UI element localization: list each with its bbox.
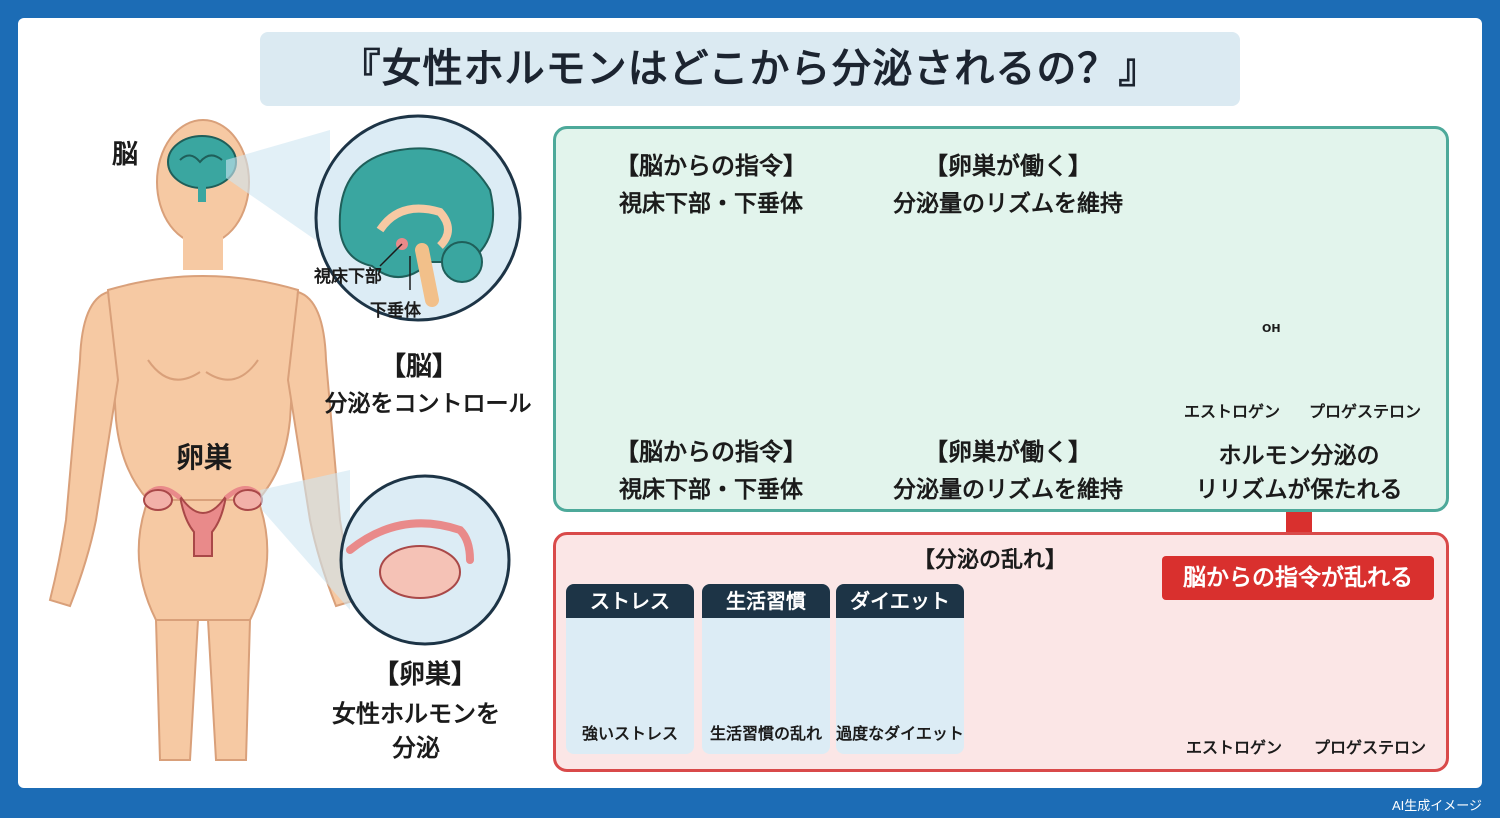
cause-card-diet: ダイエット 過度なダイエット (836, 584, 964, 754)
brain-section-circle (314, 114, 522, 322)
top-mid-sub: 分泌量のリズムを維持 (893, 191, 1123, 217)
cause-foot: 生活習慣の乱れ (709, 724, 822, 743)
bottom-mid-sub: 分泌量のリズムを維持 (893, 477, 1123, 503)
brain-caption-title: 【脳】 (379, 352, 458, 382)
result-line2: リリズムが保たれる (1195, 477, 1403, 503)
ovary-label: 卵巣 (176, 441, 233, 474)
bottom-left-sub: 視床下部・下垂体 (619, 477, 803, 503)
bottom-mid-title: 【卵巣が働く】 (924, 438, 1092, 466)
oh-label: OH (1262, 322, 1281, 335)
brain-label: 脳 (112, 140, 139, 170)
hypothalamus-label: 視床下部 (314, 267, 382, 287)
result-line1: ホルモン分泌の (1218, 443, 1380, 469)
head-brain-icon (167, 135, 237, 202)
cause-head: ダイエット (836, 584, 964, 618)
top-mid-title: 【卵巣が働く】 (924, 152, 1092, 180)
top-left-title: 【脳からの指令】 (615, 152, 807, 180)
decreased-estrogen-label: エストロゲン (1185, 738, 1282, 757)
ovary-caption-title: 【卵巣】 (372, 660, 477, 690)
ai-credit: AI生成イメージ (1392, 798, 1483, 813)
decreased-progesterone-label: プロゲステロン (1313, 738, 1426, 757)
cause-foot: 過度なダイエット (836, 724, 964, 743)
page-title: 『女性ホルモンはどこから分泌されるの？』 (260, 32, 1240, 106)
disrupted-command-alert: 脳からの指令が乱れる (1162, 556, 1434, 600)
top-left-sub: 視床下部・下垂体 (619, 191, 803, 217)
disruption-title: 【分泌の乱れ】 (912, 548, 1067, 573)
pituitary-label: 下垂体 (370, 301, 421, 321)
cause-foot: 強いストレス (581, 724, 678, 743)
cause-head: 生活習慣 (702, 584, 830, 618)
brain-caption-text: 分泌をコントロール (324, 391, 532, 417)
ovary-caption-line1: 女性ホルモンを (332, 700, 500, 728)
normal-secretion-panel (553, 126, 1449, 512)
bottom-left-title: 【脳からの指令】 (615, 438, 807, 466)
body-uterus-icon (143, 486, 263, 557)
cause-card-lifestyle: 生活習慣 生活習慣の乱れ (702, 584, 830, 754)
ovary-caption-line2: 分泌 (392, 734, 440, 762)
progesterone-label: プロゲステロン (1308, 402, 1421, 421)
cause-head: ストレス (566, 584, 694, 618)
estrogen-label: エストロゲン (1183, 402, 1280, 421)
ovary-section-circle (339, 474, 511, 646)
cause-card-stress: ストレス 強いストレス (566, 584, 694, 754)
